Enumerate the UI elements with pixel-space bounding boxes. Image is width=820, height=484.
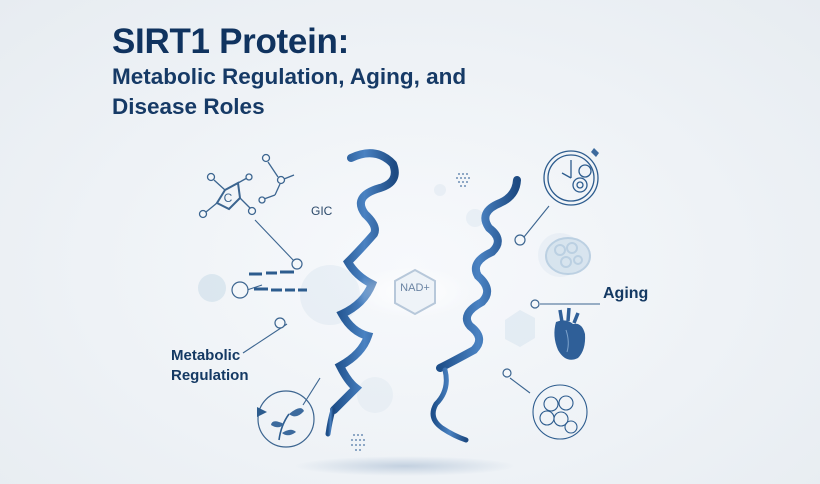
dot-grid-bottom <box>351 434 365 451</box>
gic-label: GIC <box>311 204 333 218</box>
page-subtitle-line2: Disease Roles <box>112 94 265 119</box>
page-title: SIRT1 Protein: <box>112 22 349 61</box>
dot-grid-top <box>456 173 470 187</box>
nad-label: NAD+ <box>400 282 430 294</box>
dash-lines <box>249 270 307 292</box>
brain-icon <box>545 237 591 275</box>
heart-icon <box>554 307 586 360</box>
aging-label: Aging <box>603 285 649 302</box>
metabolic-regulation-label: Metabolic Regulation <box>171 346 249 386</box>
connector-lines <box>242 205 600 406</box>
protein-helix-icon <box>325 149 399 437</box>
protein-helix-icon <box>430 176 521 443</box>
nad-hexagon-icon: NAD+ <box>392 268 438 316</box>
plant-icon <box>257 390 315 448</box>
clock-gears-icon <box>543 148 599 206</box>
cells-icon <box>532 384 588 440</box>
molecule-center-label: C <box>224 191 233 205</box>
title-block: SIRT1 Protein: Metabolic Regulation, Agi… <box>112 22 466 122</box>
molecule-structure-icon <box>198 153 295 219</box>
metabolic-label-line1: Metabolic <box>171 347 241 364</box>
metabolic-label-line2: Regulation <box>171 367 249 384</box>
page-subtitle-line1: Metabolic Regulation, Aging, and <box>112 64 467 89</box>
connector-nodes <box>231 234 540 378</box>
